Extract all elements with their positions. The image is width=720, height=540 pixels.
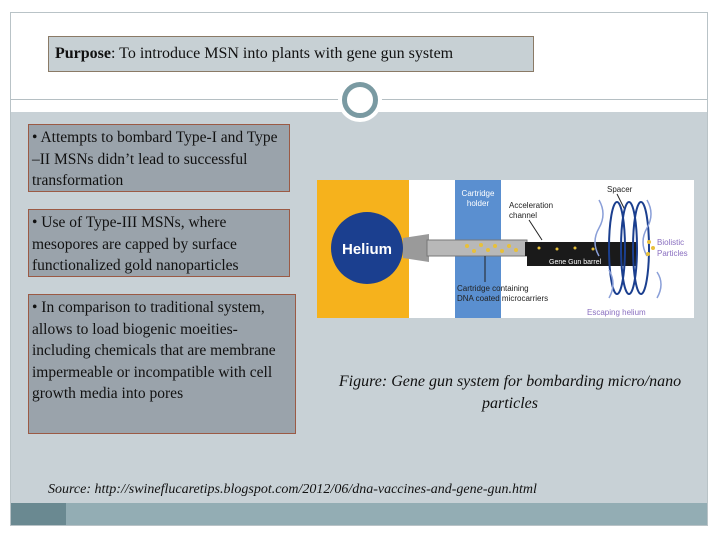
ring-icon	[342, 82, 378, 118]
nozzle	[403, 234, 429, 262]
biolistic-particles	[646, 240, 655, 256]
spacer-label: Spacer	[607, 185, 633, 194]
accelerating-particles	[537, 246, 595, 251]
bullet-attempts: • Attempts to bombard Type-I and Type –I…	[28, 124, 290, 192]
spacer-pointer	[616, 193, 626, 211]
footer-bar	[11, 503, 707, 525]
slide-frame	[10, 12, 708, 526]
cartridge-holder-label-2: holder	[467, 199, 490, 208]
cartridge-containing-label-2: DNA coated microcarriers	[457, 294, 548, 303]
purpose-label: Purpose	[55, 45, 111, 62]
circle-ornament	[338, 78, 382, 122]
gene-gun-barrel-label: Gene Gun barrel	[549, 259, 602, 266]
helium-circle	[331, 212, 403, 284]
biolistic-label-2: Particles	[657, 249, 688, 258]
purpose-box: Purpose: To introduce MSN into plants wi…	[48, 36, 534, 72]
source-citation: Source: http://swineflucaretips.blogspot…	[48, 482, 537, 497]
escaping-helium-label: Escaping helium	[587, 308, 646, 317]
gene-gun-figure: Helium Cartridge holder Gene Gun barrel …	[317, 180, 694, 318]
footer-accent	[11, 503, 66, 525]
biolistic-label-1: Biolistic	[657, 238, 684, 247]
cartridge-containing-label-1: Cartridge containing	[457, 284, 529, 293]
bullet-comparison: • In comparison to traditional system, a…	[28, 294, 296, 434]
cartridge-holder-label-1: Cartridge	[462, 189, 495, 198]
acceleration-pointer	[528, 219, 543, 241]
purpose-text: : To introduce MSN into plants with gene…	[111, 45, 454, 62]
gene-gun-diagram: Helium Cartridge holder Gene Gun barrel …	[317, 180, 688, 318]
figure-caption: Figure: Gene gun system for bombarding m…	[338, 373, 682, 412]
acceleration-label-1: Acceleration	[509, 201, 553, 210]
barrel-lower	[527, 256, 637, 266]
helium-label: Helium	[342, 241, 392, 258]
microcarrier-dots	[465, 243, 518, 253]
escaping-helium-swirls	[594, 199, 662, 299]
bullet-type-iii: • Use of Type-III MSNs, where mesopores …	[28, 209, 290, 277]
cartridge-tube	[426, 239, 528, 257]
spacer-coil	[608, 201, 650, 295]
acceleration-label-2: channel	[509, 211, 537, 220]
